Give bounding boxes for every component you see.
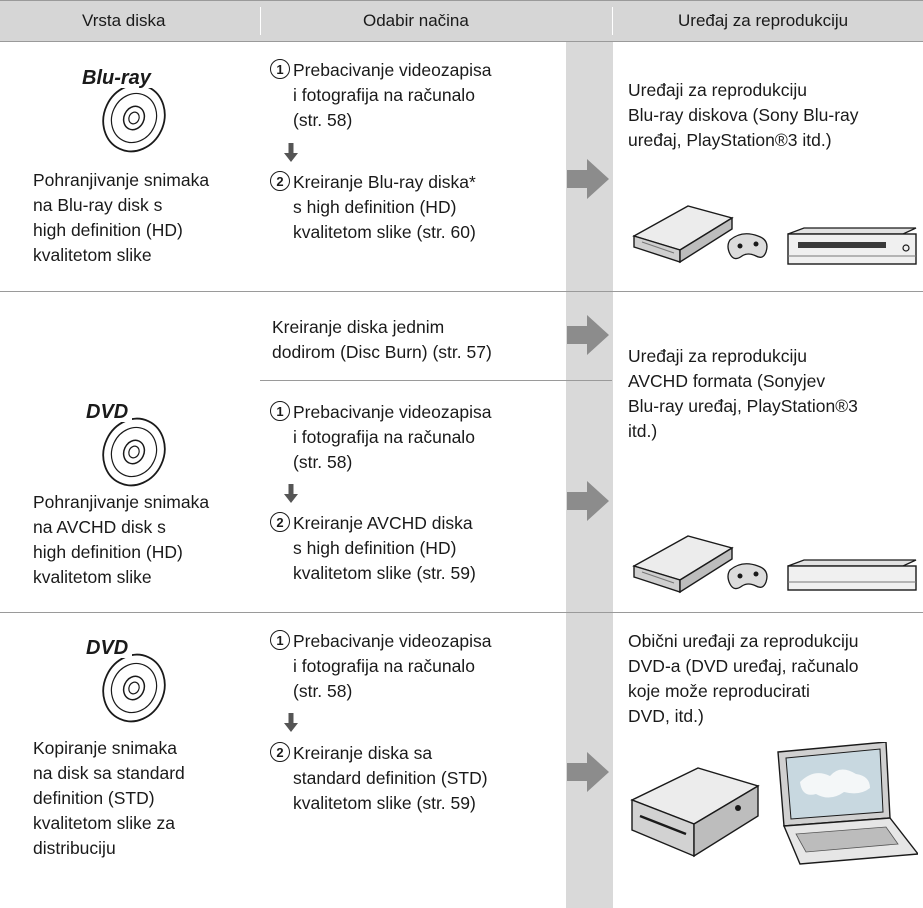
dvd-player-icon	[630, 767, 760, 858]
down-arrow-icon	[284, 143, 298, 162]
controller-icon	[727, 563, 768, 590]
right-arrow-icon	[567, 752, 609, 792]
step-1: 1 Prebacivanje videozapisa i fotografija…	[270, 58, 560, 133]
step-number: 2	[270, 742, 290, 762]
disc-logo-text: Blu-ray	[82, 67, 152, 89]
step-number: 1	[270, 630, 290, 650]
header-divider	[612, 7, 613, 35]
step-number: 1	[270, 401, 290, 421]
laptop-icon	[777, 742, 918, 865]
playback-devices-image	[632, 535, 917, 594]
step-2: 2 Kreiranje Blu-ray diska* s high defini…	[270, 170, 560, 245]
controller-icon	[727, 233, 768, 260]
right-arrow-icon	[567, 315, 609, 355]
step-2: 2 Kreiranje AVCHD diska s high definitio…	[270, 511, 560, 586]
row-divider	[0, 612, 923, 613]
device-description: Uređaji za reprodukciju AVCHD formata (S…	[628, 346, 858, 441]
header-playback-device: Uređaj za reprodukciju	[678, 11, 849, 30]
header-method: Odabir načina	[363, 11, 469, 30]
step-number: 1	[270, 59, 290, 79]
step-text: Kreiranje AVCHD diska s high definition …	[293, 513, 476, 583]
bluray-disc-icon: Blu-ray	[80, 64, 166, 153]
header-disc-type: Vrsta diska	[82, 11, 166, 30]
disc-description: Pohranjivanje snimaka na AVCHD disk s hi…	[33, 492, 210, 587]
dvd-disc-icon: DVD	[84, 398, 166, 487]
game-console-icon	[632, 535, 734, 594]
disc-description: Pohranjivanje snimaka na Blu-ray disk s …	[33, 170, 210, 265]
step-text: Prebacivanje videozapisa i fotografija n…	[293, 631, 492, 701]
device-description: Obični uređaji za reprodukciju DVD-a (DV…	[628, 631, 859, 726]
game-console-icon	[632, 205, 734, 264]
table-header: Vrsta diska Odabir načina Uređaj za repr…	[0, 0, 923, 42]
header-divider	[260, 7, 261, 35]
row-divider	[0, 291, 923, 292]
step-2: 2 Kreiranje diska sa standard definition…	[270, 741, 560, 816]
step-number: 2	[270, 171, 290, 191]
dvd-disc-icon: DVD	[84, 634, 166, 723]
device-description: Uređaji za reprodukciju Blu-ray diskova …	[628, 80, 859, 150]
step-text: Kreiranje Blu-ray diska* s high definiti…	[293, 172, 476, 242]
disc-logo-text: DVD	[86, 401, 128, 423]
playback-devices-image	[632, 205, 917, 265]
step-1: 1 Prebacivanje videozapisa i fotografija…	[270, 629, 560, 704]
disc-description: Kopiranje snimaka na disk sa standard de…	[33, 738, 185, 858]
playback-devices-image	[630, 742, 918, 865]
step-text: Kreiranje diska sa standard definition (…	[293, 743, 488, 813]
sub-row-divider	[260, 380, 612, 381]
step-text: Prebacivanje videozapisa i fotografija n…	[293, 60, 492, 130]
right-arrow-icon	[567, 481, 609, 521]
down-arrow-icon	[284, 484, 298, 503]
step-text: Prebacivanje videozapisa i fotografija n…	[293, 402, 492, 472]
bluray-player-icon	[787, 559, 917, 591]
down-arrow-icon	[284, 713, 298, 732]
bluray-player-icon	[787, 227, 917, 265]
step-1: 1 Prebacivanje videozapisa i fotografija…	[270, 400, 560, 475]
disc-logo-text: DVD	[86, 637, 128, 659]
right-arrow-icon	[567, 159, 609, 199]
one-touch-disc-burn: Kreiranje diska jednim dodirom (Disc Bur…	[272, 317, 492, 362]
step-number: 2	[270, 512, 290, 532]
